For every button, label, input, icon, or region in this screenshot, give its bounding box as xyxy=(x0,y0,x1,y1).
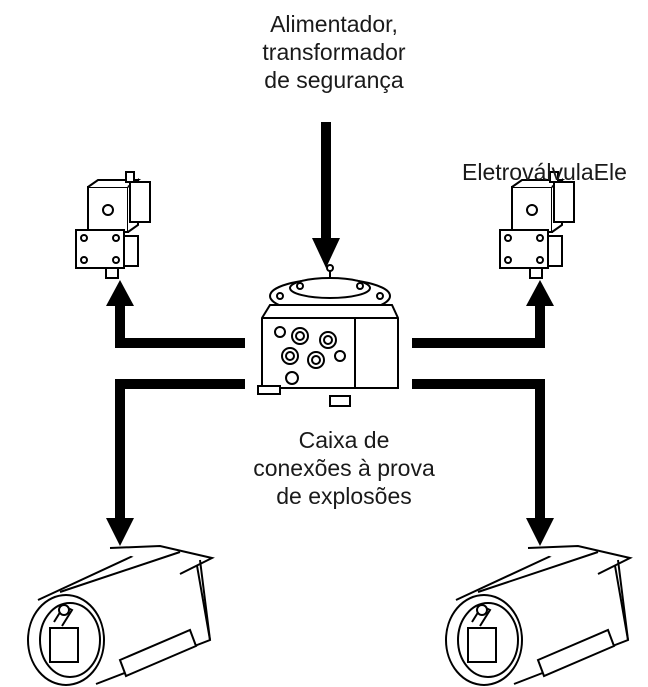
arrow-box-to-left-camera xyxy=(106,379,245,546)
power-supply-label: Alimentador, transformador de segurança xyxy=(214,10,454,94)
camera-housing-right-illustration xyxy=(445,544,633,686)
solenoid-valve-right-illustration xyxy=(499,171,575,279)
solenoid-valve-left-illustration xyxy=(75,171,151,279)
valve-right-label: EletroválvulaEle xyxy=(462,159,627,185)
arrow-box-to-right-camera xyxy=(412,379,554,546)
arrow-power-to-box xyxy=(312,122,340,268)
junction-box-label-line-1: Caixa de xyxy=(298,427,390,453)
camera-housing-left-illustration xyxy=(27,544,215,686)
arrow-box-to-left-valve xyxy=(106,280,245,348)
junction-box-label-line-3: de explosões xyxy=(276,483,412,509)
arrow-box-to-right-valve xyxy=(412,280,554,348)
junction-box-label: Caixa de conexões à prova de explosões xyxy=(234,426,454,510)
junction-box-label-line-2: conexões à prova xyxy=(253,455,435,481)
power-supply-label-line-3: de segurança xyxy=(264,67,404,93)
junction-box-illustration xyxy=(257,264,399,407)
power-supply-label-line-2: transformador xyxy=(262,39,406,65)
power-supply-label-line-1: Alimentador, xyxy=(270,11,398,37)
